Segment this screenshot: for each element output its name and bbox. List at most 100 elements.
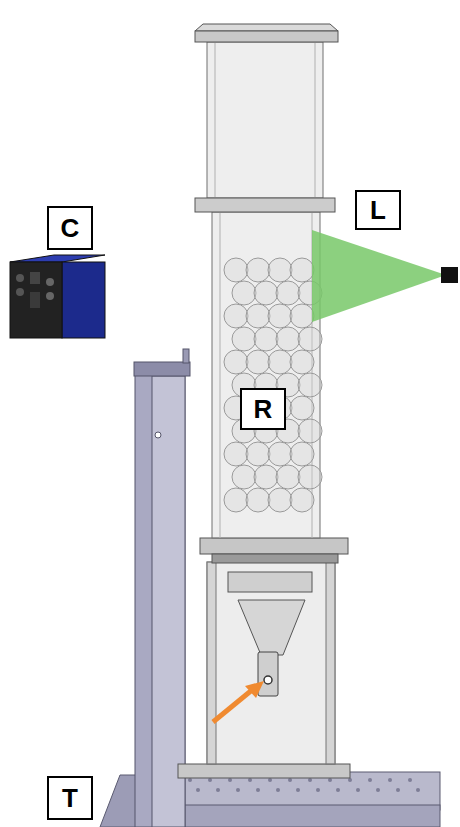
table-hole	[268, 778, 272, 782]
middle-flange	[195, 198, 335, 212]
sphere	[254, 327, 278, 351]
table-hole	[316, 788, 320, 792]
table-hole	[328, 778, 332, 782]
table-hole	[348, 778, 352, 782]
sphere	[246, 304, 270, 328]
part-letter: R	[254, 396, 273, 422]
table-hole	[248, 778, 252, 782]
table-hole	[356, 788, 360, 792]
sphere	[290, 488, 314, 512]
stand-knob	[183, 349, 189, 363]
controller-knob	[16, 288, 24, 296]
sphere	[254, 281, 278, 305]
label-box: C	[47, 206, 93, 250]
sphere	[246, 442, 270, 466]
support-plate	[212, 554, 338, 563]
sphere	[268, 488, 292, 512]
base-flange	[178, 764, 350, 778]
table-hole	[188, 778, 192, 782]
sphere	[298, 419, 322, 443]
table-hole	[276, 788, 280, 792]
table-hole	[256, 788, 260, 792]
controller-knob	[46, 292, 54, 300]
table-hole	[416, 788, 420, 792]
sphere	[232, 327, 256, 351]
sphere	[290, 442, 314, 466]
sphere	[290, 304, 314, 328]
packed-spheres	[224, 258, 322, 512]
pointer-arrow	[213, 690, 252, 722]
part-letter: L	[370, 197, 386, 223]
sphere	[268, 304, 292, 328]
table-hole	[288, 778, 292, 782]
top-flange	[195, 31, 338, 42]
sphere	[224, 258, 248, 282]
outlet-hole	[264, 676, 272, 684]
sphere	[224, 488, 248, 512]
sphere	[246, 350, 270, 374]
column-edge	[315, 42, 316, 198]
top-plate	[195, 24, 338, 31]
stand-cap	[134, 362, 190, 376]
part-letter: C	[61, 215, 80, 241]
table-hole	[336, 788, 340, 792]
bottom-flange	[200, 538, 348, 554]
sphere	[298, 327, 322, 351]
sphere	[232, 465, 256, 489]
sphere	[276, 281, 300, 305]
sphere	[268, 258, 292, 282]
table-hole	[396, 788, 400, 792]
stand-hole	[155, 432, 161, 438]
pointer-arrowhead	[245, 681, 264, 698]
table-hole	[376, 788, 380, 792]
upper-column	[207, 42, 323, 198]
sphere	[290, 350, 314, 374]
table-hole	[296, 788, 300, 792]
column-edge	[220, 212, 221, 538]
column-edge	[215, 42, 216, 198]
sphere	[290, 258, 314, 282]
table-hole	[236, 788, 240, 792]
sphere	[224, 350, 248, 374]
sphere	[298, 373, 322, 397]
laser-sheet	[312, 230, 446, 322]
table-front	[175, 805, 440, 827]
table-hole	[208, 778, 212, 782]
sphere	[276, 465, 300, 489]
label-box: R	[240, 388, 286, 430]
controller-knob	[16, 274, 24, 282]
table-hole	[408, 778, 412, 782]
table-hole	[308, 778, 312, 782]
table-hole	[216, 788, 220, 792]
sphere	[268, 442, 292, 466]
controller-front	[10, 262, 62, 338]
sphere	[246, 488, 270, 512]
table-holes	[188, 778, 420, 792]
table-hole	[388, 778, 392, 782]
controller-top	[10, 255, 105, 262]
label-box: L	[355, 190, 401, 230]
controller-port	[30, 272, 40, 284]
frame-post	[207, 562, 216, 764]
table-hole	[368, 778, 372, 782]
label-box: T	[47, 776, 93, 820]
sphere	[224, 304, 248, 328]
controller-port	[30, 292, 40, 308]
outlet-tube	[258, 652, 278, 696]
stand-column	[135, 372, 185, 827]
sphere	[246, 258, 270, 282]
sphere	[254, 465, 278, 489]
part-letter: T	[62, 785, 78, 811]
table-hole	[196, 788, 200, 792]
sphere	[276, 327, 300, 351]
table-hole	[228, 778, 232, 782]
sphere	[290, 396, 314, 420]
frame-post	[326, 562, 335, 764]
stand-face	[152, 376, 185, 827]
sphere	[224, 442, 248, 466]
lower-frame	[207, 562, 335, 764]
controller-side	[62, 262, 105, 338]
